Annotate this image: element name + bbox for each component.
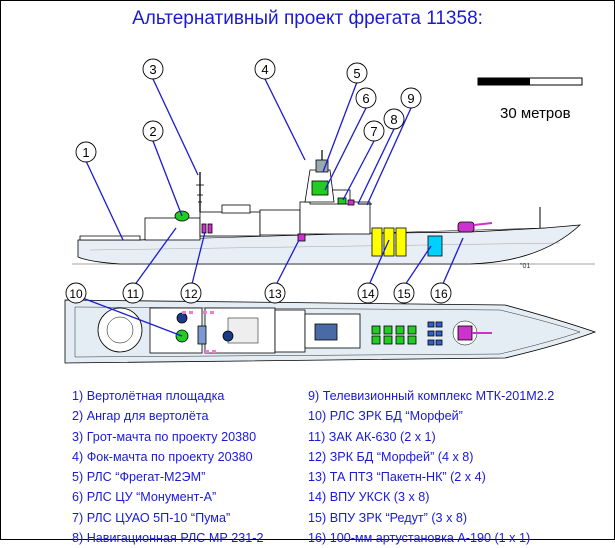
scale-label: 30 метров bbox=[500, 105, 571, 122]
svg-text:5: 5 bbox=[353, 66, 360, 81]
svg-text:10: 10 bbox=[69, 287, 83, 301]
svg-text:14: 14 bbox=[361, 287, 375, 301]
leader-lines bbox=[79, 78, 464, 337]
svg-text:12: 12 bbox=[184, 287, 198, 301]
svg-text:13: 13 bbox=[268, 287, 282, 301]
svg-text:16: 16 bbox=[434, 287, 448, 301]
callout-12: 12 bbox=[180, 282, 202, 304]
legend-left-column: 1) Вертолётная площадка 2) Ангар для вер… bbox=[72, 386, 263, 548]
legend-item-1: 1) Вертолётная площадка bbox=[72, 389, 225, 403]
callout-4: 4 bbox=[254, 58, 276, 80]
svg-text:4: 4 bbox=[261, 62, 268, 77]
legend-item-7: 7) РЛС ЦУАО 5П-10 “Пума” bbox=[72, 510, 231, 525]
callout-6: 6 bbox=[355, 87, 377, 109]
legend-item-2: 2) Ангар для вертолёта bbox=[72, 409, 209, 424]
ship-side-profile bbox=[72, 150, 595, 265]
callout-10: 10 bbox=[65, 282, 87, 304]
svg-text:15: 15 bbox=[397, 287, 411, 301]
svg-text:6: 6 bbox=[362, 91, 369, 106]
callout-5: 5 bbox=[346, 62, 368, 84]
diagram-title: Альтернативный проект фрегата 11358: bbox=[132, 8, 483, 29]
legend-item-13: 13) ТА ПТЗ “Пакетн-НК” (2 х 4) bbox=[308, 470, 486, 485]
svg-text:2: 2 bbox=[149, 124, 156, 139]
callout-circles: 1 2 3 4 5 6 7 8 9 10 11 12 13 14 15 16 bbox=[65, 58, 452, 304]
legend-item-14: 14) ВПУ УКСК (3 х 8) bbox=[308, 490, 430, 505]
svg-text:8: 8 bbox=[390, 112, 397, 127]
callout-13: 13 bbox=[264, 282, 286, 304]
svg-text:3: 3 bbox=[149, 62, 156, 77]
hull-number: "01 bbox=[520, 263, 530, 270]
legend-right-column: 9) Телевизионный комплекс МТК-201М2.2 10… bbox=[308, 386, 554, 548]
legend-item-11: 11) ЗАК АК-630 (2 х 1) bbox=[308, 429, 436, 444]
callout-7: 7 bbox=[363, 120, 385, 142]
ship-top-view bbox=[64, 299, 597, 364]
callout-2: 2 bbox=[142, 120, 164, 142]
legend-item-15: 15) ВПУ ЗРК “Редут” (3 х 8) bbox=[308, 510, 468, 525]
legend-item-12: 12) ЗРК БД “Морфей” (4 х 8) bbox=[308, 449, 474, 464]
svg-text:1: 1 bbox=[82, 145, 89, 160]
legend-item-4: 4) Фок-мачта по проекту 20380 bbox=[72, 449, 253, 464]
scale-bar bbox=[477, 77, 583, 86]
legend-item-3: 3) Грот-мачта по проекту 20380 bbox=[72, 429, 257, 444]
callout-3: 3 bbox=[142, 58, 164, 80]
callout-8: 8 bbox=[383, 108, 405, 130]
legend-item-16: 16) 100-мм артустановка А-190 (1 х 1) bbox=[308, 531, 531, 546]
callout-16: 16 bbox=[430, 282, 452, 304]
svg-text:7: 7 bbox=[370, 124, 377, 139]
legend-item-10: 10) РЛС ЗРК БД “Морфей” bbox=[308, 409, 463, 424]
callout-14: 14 bbox=[357, 282, 379, 304]
legend-item-5: 5) РЛС “Фрегат-М2ЭМ” bbox=[72, 470, 206, 485]
legend-item-8: 8) Навигационная РЛС МР 231-2 bbox=[72, 531, 264, 546]
callout-1: 1 bbox=[75, 141, 97, 163]
svg-text:9: 9 bbox=[407, 91, 414, 106]
callout-9: 9 bbox=[400, 87, 422, 109]
callout-15: 15 bbox=[393, 282, 415, 304]
legend-item-6: 6) РЛС ЦУ “Монумент-А” bbox=[72, 490, 217, 505]
legend-item-9: 9) Телевизионный комплекс МТК-201М2.2 bbox=[308, 389, 555, 403]
callout-11: 11 bbox=[122, 282, 144, 304]
svg-text:11: 11 bbox=[127, 287, 140, 301]
